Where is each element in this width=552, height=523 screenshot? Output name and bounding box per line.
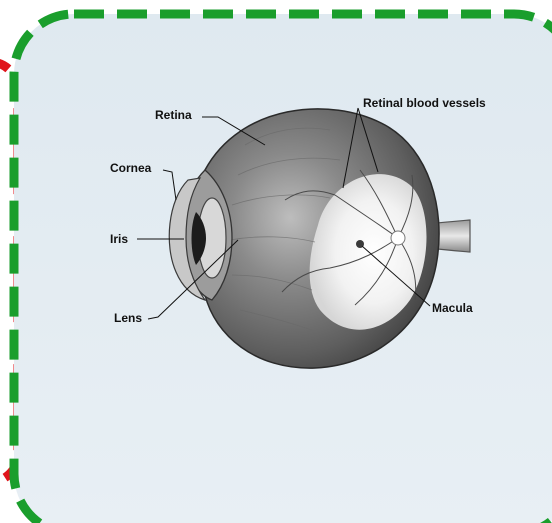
label-lens: Lens [114,311,142,325]
optic-disc [391,231,405,245]
label-iris: Iris [110,232,128,246]
label-retinal-blood-vessels: Retinal blood vessels [363,96,486,110]
label-cornea: Cornea [110,161,151,175]
label-retina: Retina [155,108,192,122]
label-macula: Macula [432,301,473,315]
